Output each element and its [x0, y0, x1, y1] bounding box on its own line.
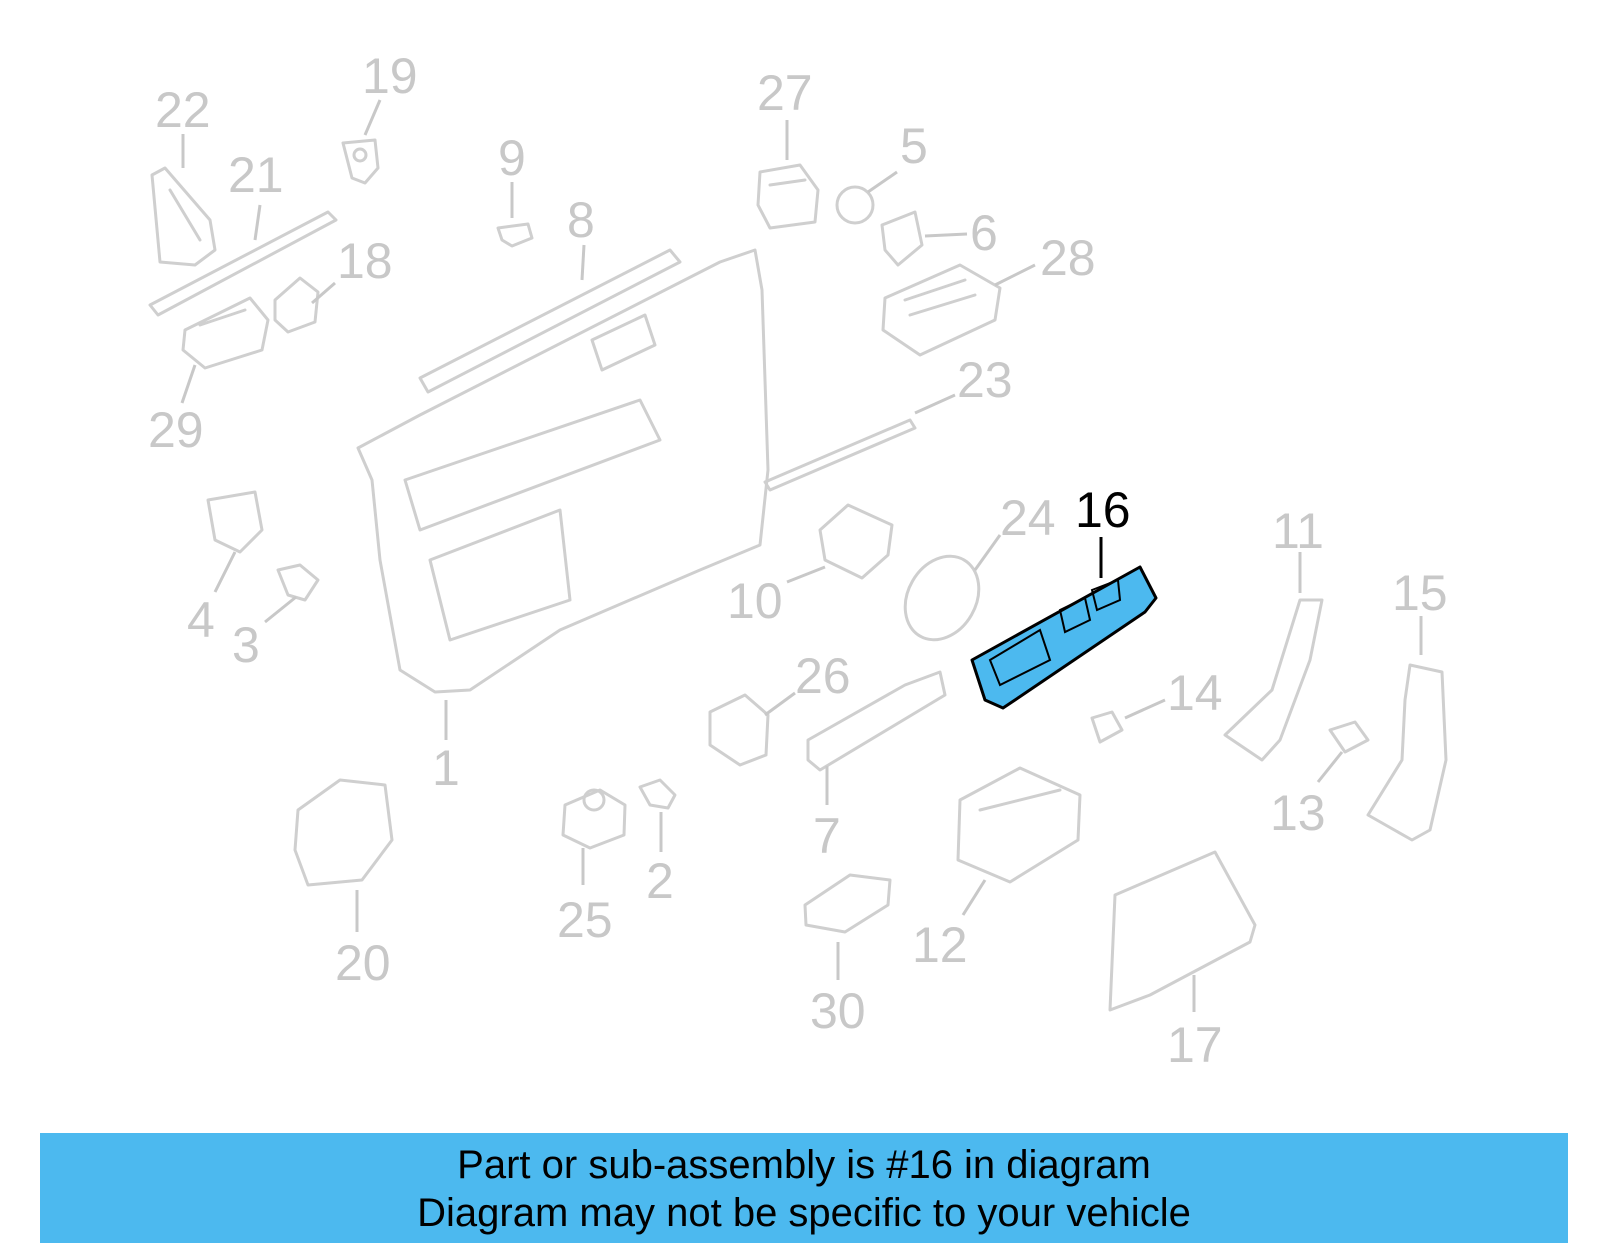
callout-6[interactable]: 6 — [970, 205, 998, 261]
part-8-handle — [590, 313, 657, 372]
part-25-knob — [582, 788, 606, 812]
leader-8 — [580, 244, 586, 281]
callout-29[interactable]: 29 — [148, 402, 204, 458]
part-13-shape — [1328, 720, 1370, 754]
callout-10[interactable]: 10 — [727, 573, 783, 629]
callout-26[interactable]: 26 — [795, 648, 851, 704]
part-24-shape — [903, 554, 981, 642]
part-19-shape — [341, 138, 380, 185]
part-8-door-panel — [356, 248, 770, 694]
leader-10 — [786, 565, 826, 584]
part-9-shape — [496, 222, 534, 248]
callout-27[interactable]: 27 — [757, 65, 813, 121]
leader-18 — [311, 281, 336, 305]
leader-19 — [363, 99, 382, 136]
callout-20[interactable]: 20 — [335, 935, 391, 991]
callout-7[interactable]: 7 — [813, 808, 841, 864]
part-16-shape — [970, 565, 1158, 710]
part-30-shape — [803, 873, 892, 934]
parts-diagram: 22 19 21 9 27 5 8 18 6 28 29 23 16 24 11… — [148, 48, 1448, 1073]
part-15-shape — [1366, 663, 1448, 842]
callout-23[interactable]: 23 — [957, 352, 1013, 408]
leader-14 — [1124, 698, 1166, 720]
part-29-shape — [181, 296, 270, 370]
leader-23 — [914, 393, 956, 415]
callout-14[interactable]: 14 — [1167, 665, 1223, 721]
part-21-shape — [148, 210, 338, 317]
part-19-hole — [352, 147, 368, 163]
callout-21[interactable]: 21 — [228, 147, 284, 203]
part-16-detail — [988, 578, 1122, 687]
part-8-armrest — [403, 398, 662, 532]
part-5-shape — [835, 185, 875, 225]
part-28-shape — [881, 263, 1002, 357]
leader-3 — [264, 595, 297, 624]
callout-12[interactable]: 12 — [912, 917, 968, 973]
part-25-shape — [561, 788, 627, 850]
callout-17[interactable]: 17 — [1167, 1017, 1223, 1073]
part-7-shape — [806, 670, 947, 772]
callout-9[interactable]: 9 — [498, 130, 526, 186]
leader-13 — [1316, 751, 1344, 783]
part-8-upper-rail — [418, 248, 682, 394]
callout-1[interactable]: 1 — [432, 740, 460, 796]
callout-18[interactable]: 18 — [337, 233, 393, 289]
part-23-shape — [763, 418, 917, 492]
part-8-pocket — [428, 508, 572, 642]
part-4-shape — [206, 490, 264, 554]
callout-15[interactable]: 15 — [1392, 565, 1448, 621]
leader-26 — [764, 691, 796, 717]
leader-6 — [924, 232, 968, 238]
info-banner: Part or sub-assembly is #16 in diagram D… — [40, 1133, 1568, 1243]
leader-12 — [961, 879, 987, 916]
banner-line-part: Part or sub-assembly is #16 in diagram — [457, 1143, 1151, 1187]
part-17-shape — [1108, 850, 1257, 1012]
leader-5 — [867, 170, 898, 194]
part-18-shape — [273, 276, 320, 334]
callout-24[interactable]: 24 — [1000, 490, 1056, 546]
part-2-shape — [638, 778, 677, 810]
callout-30[interactable]: 30 — [810, 983, 866, 1039]
part-14-shape — [1090, 710, 1124, 744]
leader-4 — [213, 551, 237, 593]
part-10-shape — [818, 503, 894, 580]
leader-28 — [994, 263, 1036, 287]
callout-8[interactable]: 8 — [567, 192, 595, 248]
banner-line-disclaimer: Diagram may not be specific to your vehi… — [417, 1191, 1191, 1235]
callout-2[interactable]: 2 — [646, 853, 674, 909]
callout-11[interactable]: 11 — [1272, 503, 1324, 559]
callout-3[interactable]: 3 — [232, 617, 260, 673]
part-26-shape — [708, 693, 770, 767]
part-22-shape — [150, 166, 217, 267]
callout-16[interactable]: 16 — [1075, 482, 1131, 538]
callout-25[interactable]: 25 — [557, 892, 613, 948]
part-27-shape — [756, 163, 820, 230]
part-20-shape — [293, 778, 394, 887]
callout-5[interactable]: 5 — [900, 118, 928, 174]
leader-29 — [180, 364, 197, 404]
callout-22[interactable]: 22 — [155, 82, 211, 138]
part-11-shape — [1223, 598, 1324, 762]
part-6-shape — [880, 210, 924, 267]
callout-4[interactable]: 4 — [187, 592, 215, 648]
callout-13[interactable]: 13 — [1270, 785, 1326, 841]
leader-24 — [973, 534, 1002, 571]
callout-28[interactable]: 28 — [1040, 230, 1096, 286]
part-3-shape — [276, 563, 320, 602]
callout-19[interactable]: 19 — [362, 48, 418, 104]
leader-21 — [253, 204, 262, 241]
part-12-shape — [956, 766, 1082, 884]
